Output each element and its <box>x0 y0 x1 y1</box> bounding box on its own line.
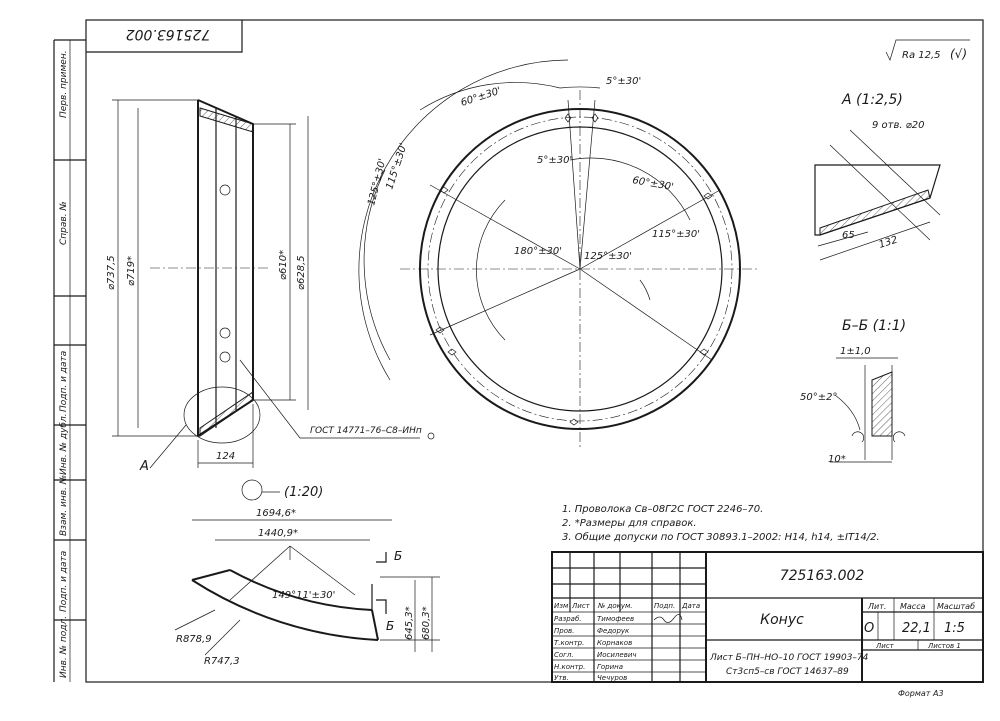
role-2: Пров. <box>554 627 574 635</box>
material-1: Лист Б–ПН–НО–10 ГОСТ 19903–74 <box>709 653 869 663</box>
sheet-label: Лист <box>875 642 895 650</box>
weld-note: ГОСТ 14771–76–С8–ИНп <box>310 426 422 436</box>
flat-dim-645: 645,3* <box>404 606 415 640</box>
angle-inner-5: 5°±30' <box>537 155 572 166</box>
detail-a: А (1:2,5) 9 отв. ⌀20 65 132 <box>814 92 941 261</box>
dim-737-5: ⌀737,5 <box>106 255 117 290</box>
detail-a-dim-65: 65 <box>842 230 855 241</box>
section-bb: Б–Б (1:1) 1±1,0 50°±2° 10* <box>800 318 906 465</box>
hdr-list: Лист <box>571 602 591 610</box>
scale-value: 1:5 <box>944 621 965 636</box>
angle-inner-125: 125°±30' <box>584 251 632 262</box>
side-label-6: Подп. и дата <box>59 551 69 612</box>
scale-label: Масштаб <box>937 602 975 611</box>
svg-text:(√): (√) <box>950 47 967 61</box>
person-2: Федорук <box>597 627 630 635</box>
hdr-sign: Подп. <box>654 602 675 610</box>
side-label-5: Взам. инв. № <box>59 475 69 536</box>
title-block-name: Конус <box>760 612 804 628</box>
role-5: Н.контр. <box>554 663 585 671</box>
role-1: Разраб. <box>554 615 582 623</box>
person-5: Горина <box>597 663 623 671</box>
note-1: 1. Проволока Св–08Г2С ГОСТ 2246–70. <box>562 504 763 515</box>
person-1: Тимофеев <box>597 615 634 623</box>
main-side-view: ⌀737,5 ⌀719* ⌀610* ⌀628,5 124 А ГОСТ 147… <box>106 99 435 474</box>
person-4: Иосилевич <box>597 651 637 659</box>
callout-a: А <box>139 459 149 474</box>
section-mark-top: Б <box>394 549 402 563</box>
detail-a-dim-132: 132 <box>878 234 900 250</box>
flat-pattern-scale: (1:20) <box>284 485 323 500</box>
side-label-2: Справ. № <box>59 201 69 245</box>
side-strip: Перв. примен. Справ. № Подп. и дата Инв.… <box>53 39 86 682</box>
dim-610: ⌀610* <box>278 250 289 280</box>
dim-719: ⌀719* <box>126 256 137 286</box>
role-6: Утв. <box>554 674 569 682</box>
format-label: Формат А3 <box>898 689 944 698</box>
flat-dim-r747: R747,3 <box>204 656 240 667</box>
angle-inner-115: 115°±30' <box>652 229 700 240</box>
flat-dim-r878: R878,9 <box>176 634 212 645</box>
role-3: Т.контр. <box>554 639 584 647</box>
section-bb-dim-1: 1±1,0 <box>840 346 871 357</box>
angle-outer-60: 60°±30' <box>460 86 503 109</box>
side-label-4: Инв. № дубл. <box>59 413 69 475</box>
flat-dim-680: 680,3* <box>421 606 432 640</box>
angle-inner-180: 180°±30' <box>514 246 562 257</box>
flat-dim-1440: 1440,9* <box>258 528 298 539</box>
sheets-label: Листов 1 <box>927 642 961 650</box>
angle-outer-115: 115°±30' <box>384 142 409 191</box>
angle-inner-60: 60°±30' <box>631 175 674 193</box>
detail-a-holes: 9 отв. ⌀20 <box>872 120 924 131</box>
side-label-3: Подп. и дата <box>59 351 69 412</box>
top-left-drawing-number: 725163.002 <box>126 26 211 42</box>
hdr-date: Дата <box>681 602 700 610</box>
note-2: 2. *Размеры для справок. <box>562 518 697 529</box>
section-mark-bottom: Б <box>386 619 394 633</box>
mass-label: Масса <box>900 602 926 611</box>
person-6: Чечуров <box>597 674 627 682</box>
mass-value: 22,1 <box>902 621 931 636</box>
side-label-7: Инв. № подл. <box>59 616 69 678</box>
detail-a-title: А (1:2,5) <box>841 92 903 108</box>
side-label-1: Перв. примен. <box>59 50 69 118</box>
section-bb-title: Б–Б (1:1) <box>842 318 906 334</box>
signature <box>653 614 683 623</box>
section-bb-dim-50: 50°±2° <box>800 392 837 403</box>
section-bb-dim-10: 10* <box>828 454 846 465</box>
title-block-number: 725163.002 <box>780 568 865 584</box>
top-left-stamp: 725163.002 <box>86 20 243 53</box>
lit-value: О <box>864 621 874 636</box>
flat-dim-1694: 1694,6* <box>256 508 296 519</box>
dim-124: 124 <box>216 451 235 462</box>
role-4: Согл. <box>554 651 574 659</box>
flat-dim-angle: 149°11'±30' <box>272 590 335 601</box>
angle-outer-5: 5°±30' <box>606 76 641 87</box>
hdr-izm: Изм <box>554 602 569 610</box>
notes: 1. Проволока Св–08Г2С ГОСТ 2246–70. 2. *… <box>562 504 880 543</box>
roughness-value: Ra 12,5 <box>902 50 941 61</box>
drawing-frame <box>85 19 984 683</box>
person-3: Корнаков <box>597 639 632 647</box>
lit-label: Лит. <box>867 602 886 611</box>
hdr-doc: № докум. <box>597 602 633 610</box>
flat-pattern: (1:20) 1694,6* 1440,9* 149°11'±30' R878,… <box>174 479 440 667</box>
material-2: Ст3сп5–св ГОСТ 14637–89 <box>726 667 849 677</box>
title-block: 725163.002 Конус Изм Лист № докум. Подп.… <box>551 551 984 683</box>
note-3: 3. Общие допуски по ГОСТ 30893.1–2002: H… <box>562 531 880 543</box>
dim-628-5: ⌀628,5 <box>296 255 307 290</box>
roughness-symbol: Ra 12,5 (√) <box>885 39 970 61</box>
circle-view: 5°±30' 60°±30' 115°±30' 125°±30' 5°±30' … <box>358 59 760 450</box>
